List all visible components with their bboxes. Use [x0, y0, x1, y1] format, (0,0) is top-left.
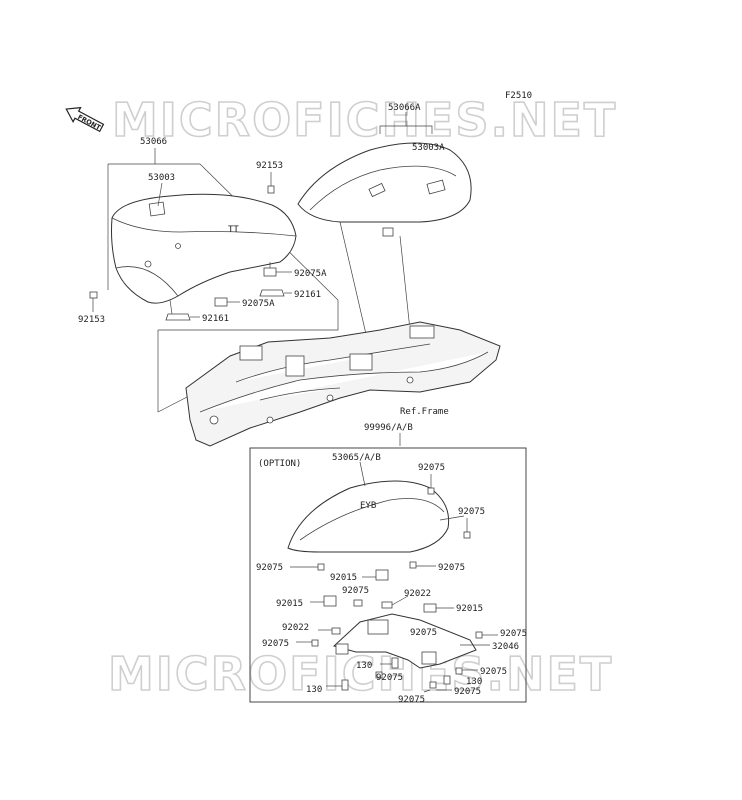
label-o92022-2: 92022 [282, 623, 309, 633]
rider-seat-group: TT [89, 148, 339, 413]
seat-cover-group [297, 112, 472, 361]
label-o92075-12: 92075 [398, 695, 425, 705]
label-o92075-11: 92075 [454, 687, 481, 697]
label-92161-a: 92161 [294, 290, 321, 300]
rear-frame [185, 321, 501, 447]
label-ref-frame: Ref.Frame [400, 407, 449, 417]
label-53003a: 53003A [412, 143, 445, 153]
svg-text:EYB: EYB [360, 501, 376, 511]
option-box [249, 447, 527, 703]
front-arrow-icon: FRONT [65, 106, 105, 133]
svg-text:TT: TT [228, 225, 239, 235]
label-99996: 99996/A/B [364, 423, 413, 433]
label-o92015-1: 92015 [330, 573, 357, 583]
label-92161-b: 92161 [202, 314, 229, 324]
option-parts: EYB [287, 461, 498, 693]
bolt-92153-left [89, 291, 98, 312]
label-o92075-10: 92075 [376, 673, 403, 683]
label-92075a-a: 92075A [294, 269, 327, 279]
damper-92075a-right [263, 267, 277, 277]
clip-92161-right [259, 289, 285, 297]
label-o92075-3: 92075 [256, 563, 283, 573]
label-o92075-9: 92075 [480, 667, 507, 677]
label-o130-1: 130 [356, 661, 372, 671]
label-o92022-1: 92022 [404, 589, 431, 599]
label-o130-3: 130 [306, 685, 322, 695]
label-92153-left: 92153 [78, 315, 105, 325]
label-o92075-8: 92075 [262, 639, 289, 649]
bolt-92153-top [267, 172, 275, 194]
label-o92075-1: 92075 [418, 463, 445, 473]
label-o130-2: 130 [466, 677, 482, 687]
label-o92015-2: 92015 [276, 599, 303, 609]
label-o92075-4: 92075 [438, 563, 465, 573]
label-92075a-b: 92075A [242, 299, 275, 309]
label-92153-top: 92153 [256, 161, 283, 171]
label-53065: 53065/A/B [332, 453, 381, 463]
label-53003: 53003 [148, 173, 175, 183]
label-53066: 53066 [140, 137, 167, 147]
label-53066a: 53066A [388, 103, 421, 113]
rider-seat [111, 193, 297, 304]
watermark-top: MICROFICHES.NET [112, 93, 617, 147]
label-o92075-2: 92075 [458, 507, 485, 517]
label-o32046: 32046 [492, 642, 519, 652]
label-o92075-7: 92075 [500, 629, 527, 639]
damper-92075a-left [214, 297, 228, 307]
figure-code: F2510 [505, 91, 532, 101]
label-o92075-5: 92075 [342, 586, 369, 596]
label-o92015-3: 92015 [456, 604, 483, 614]
clip-92161-left [165, 313, 191, 321]
label-o92075-6: 92075 [410, 628, 437, 638]
label-option: (OPTION) [258, 459, 301, 469]
front-arrow-label: FRONT [76, 113, 102, 132]
watermark-bottom: MICROFICHES.NET [108, 647, 613, 701]
